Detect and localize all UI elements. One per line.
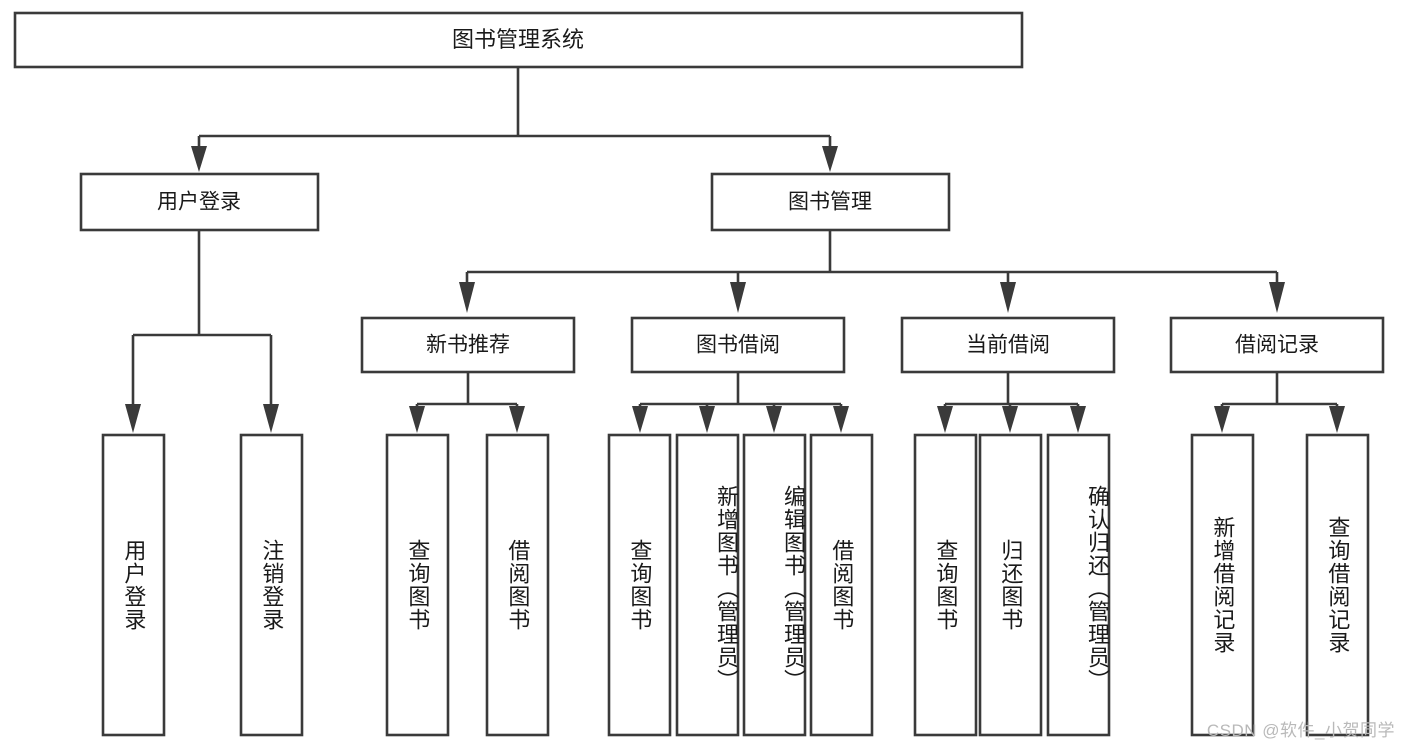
arrow-to-leaf-add-book	[699, 406, 715, 433]
node-leaf-logout-login-box[interactable]	[239, 433, 304, 737]
node-leaf-edit-book-box[interactable]	[742, 433, 807, 737]
node-leaf-query-book-1-box[interactable]	[385, 433, 450, 737]
arrow-to-leaf-logout-login	[263, 404, 279, 433]
arrow-to-book-manage	[822, 146, 838, 172]
arrow-to-leaf-query-book-2	[632, 406, 648, 433]
node-leaf-confirm-return-box[interactable]	[1046, 433, 1111, 737]
arrow-to-user-login	[191, 146, 207, 172]
node-book-borrow[interactable]: 图书借阅	[630, 316, 846, 374]
arrow-to-current-borrow	[1000, 282, 1016, 313]
arrow-to-leaf-confirm-return	[1070, 406, 1086, 433]
node-borrow-record-label: 借阅记录	[1235, 334, 1319, 357]
node-new-book-recommend-label: 新书推荐	[426, 334, 510, 357]
node-book-manage[interactable]: 图书管理	[710, 172, 951, 232]
node-leaf-add-book-box[interactable]	[675, 433, 740, 737]
arrow-to-borrow-record	[1269, 282, 1285, 313]
node-leaf-return-book-box[interactable]	[978, 433, 1043, 737]
node-book-manage-label: 图书管理	[788, 191, 872, 214]
node-root-box	[13, 11, 1024, 69]
node-user-login-label: 用户登录	[157, 191, 241, 214]
node-leaf-borrow-book-1-box[interactable]	[485, 433, 550, 737]
node-root[interactable]: 图书管理系统	[13, 11, 1024, 69]
arrow-to-leaf-add-record	[1214, 406, 1230, 433]
node-current-borrow[interactable]: 当前借阅	[900, 316, 1116, 374]
csdn-watermark: CSDN @软件_小贺同学	[1206, 721, 1395, 740]
node-current-borrow-label: 当前借阅	[966, 334, 1050, 357]
node-leaf-user-login-box[interactable]	[101, 433, 166, 737]
arrow-to-leaf-borrow-book-1	[509, 406, 525, 433]
node-leaf-query-book-2-box[interactable]	[607, 433, 672, 737]
arrow-to-book-borrow	[730, 282, 746, 313]
arrow-to-leaf-query-book-3	[937, 406, 953, 433]
arrow-to-leaf-borrow-book-2	[833, 406, 849, 433]
arrow-to-leaf-query-book-1	[409, 406, 425, 433]
arrow-to-leaf-user-login	[125, 404, 141, 433]
node-leaf-query-record-box[interactable]	[1305, 433, 1370, 737]
node-book-borrow-box	[630, 316, 846, 374]
node-borrow-record-box	[1169, 316, 1385, 374]
node-new-book-recommend[interactable]: 新书推荐	[360, 316, 576, 374]
arrow-to-new-book-recommend	[459, 282, 475, 313]
node-root-label: 图书管理系统	[452, 27, 584, 52]
node-leaf-borrow-book-2-box[interactable]	[809, 433, 874, 737]
arrow-to-leaf-edit-book	[766, 406, 782, 433]
node-leaf-add-record-box[interactable]	[1190, 433, 1255, 737]
node-user-login[interactable]: 用户登录	[79, 172, 320, 232]
node-book-manage-box	[710, 172, 951, 232]
node-new-book-recommend-box	[360, 316, 576, 374]
arrow-to-leaf-query-record	[1329, 406, 1345, 433]
node-book-borrow-label: 图书借阅	[696, 334, 780, 357]
arrow-to-leaf-return-book	[1002, 406, 1018, 433]
node-current-borrow-box	[900, 316, 1116, 374]
node-borrow-record[interactable]: 借阅记录	[1169, 316, 1385, 374]
node-leaf-query-book-3-box[interactable]	[913, 433, 978, 737]
